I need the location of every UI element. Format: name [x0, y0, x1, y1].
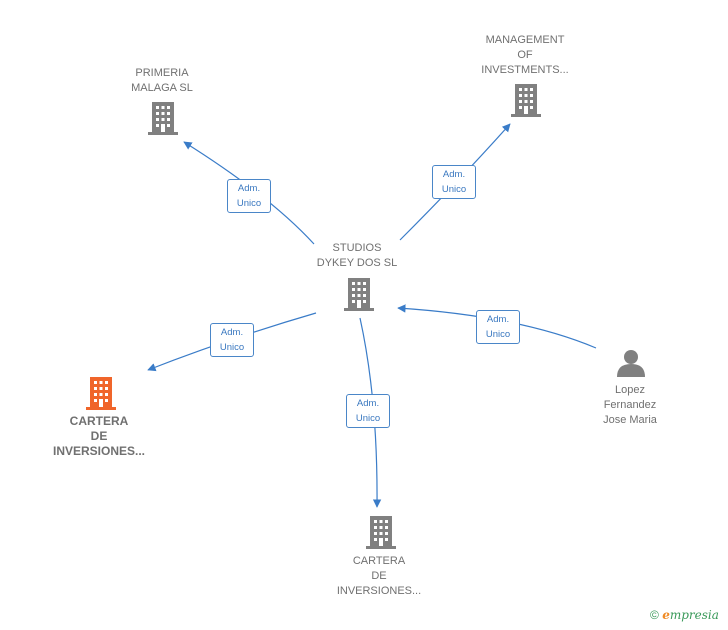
node-cartera-left-label[interactable]: CARTERA DE INVERSIONES...	[44, 414, 154, 459]
label-line: STUDIOS	[332, 242, 382, 254]
label-line: DYKEY DOS SL	[316, 257, 398, 269]
label-line: CARTERA	[69, 414, 129, 428]
label-line: INVERSIONES...	[52, 444, 146, 458]
edge-label-to-primeria[interactable]: Adm. Unico	[227, 179, 271, 213]
copyright-icon: ©	[650, 608, 659, 622]
node-lopez-label[interactable]: Lopez Fernandez Jose Maria	[580, 383, 680, 428]
edge-label-line: Adm.	[356, 398, 380, 409]
edge-label-line: Unico	[485, 329, 511, 340]
edge-label-to-cartera-left[interactable]: Adm. Unico	[210, 323, 254, 357]
footer-brand: © empresia	[650, 608, 719, 622]
building-icon	[511, 84, 541, 117]
edge-label-line: Unico	[441, 184, 467, 195]
brand-logo-initial: e	[662, 608, 670, 622]
brand-logo-text: mpresia	[669, 608, 719, 622]
label-line: Jose Maria	[603, 414, 657, 426]
edge-label-from-lopez[interactable]: Adm. Unico	[476, 310, 520, 344]
edge-label-line: Unico	[236, 198, 262, 209]
label-line: Lopez	[615, 384, 645, 396]
edge-label-line: Adm.	[237, 183, 261, 194]
edge-label-to-cartera-bottom[interactable]: Adm. Unico	[346, 394, 390, 428]
label-line: MANAGEMENT	[485, 34, 565, 46]
label-line: OF	[517, 49, 533, 61]
label-line: Fernandez	[603, 399, 657, 411]
label-line: CARTERA	[352, 555, 406, 567]
node-cartera-bottom-label[interactable]: CARTERA DE INVERSIONES...	[324, 554, 434, 599]
building-icon	[86, 377, 116, 410]
brand-logo: empresia	[662, 608, 719, 622]
edge-label-line: Unico	[219, 342, 245, 353]
edge-label-line: Unico	[355, 413, 381, 424]
node-management-label[interactable]: MANAGEMENT OF INVESTMENTS...	[470, 33, 580, 78]
edge-label-line: Adm.	[486, 314, 510, 325]
label-line: INVESTMENTS...	[481, 64, 569, 76]
edge-label-line: Adm.	[220, 327, 244, 338]
label-line: DE	[90, 429, 108, 443]
edge-label-to-management[interactable]: Adm. Unico	[432, 165, 476, 199]
edge-label-line: Adm.	[442, 169, 466, 180]
label-line: MALAGA SL	[131, 82, 193, 94]
label-line: DE	[371, 570, 387, 582]
building-icon	[366, 516, 396, 549]
person-icon	[617, 350, 645, 377]
label-line: PRIMERIA	[135, 67, 189, 79]
building-icon	[148, 102, 178, 135]
label-line: INVERSIONES...	[336, 585, 422, 597]
node-center-label[interactable]: STUDIOS DYKEY DOS SL	[302, 241, 412, 271]
node-primeria-label[interactable]: PRIMERIA MALAGA SL	[112, 66, 212, 96]
building-icon	[344, 278, 374, 311]
